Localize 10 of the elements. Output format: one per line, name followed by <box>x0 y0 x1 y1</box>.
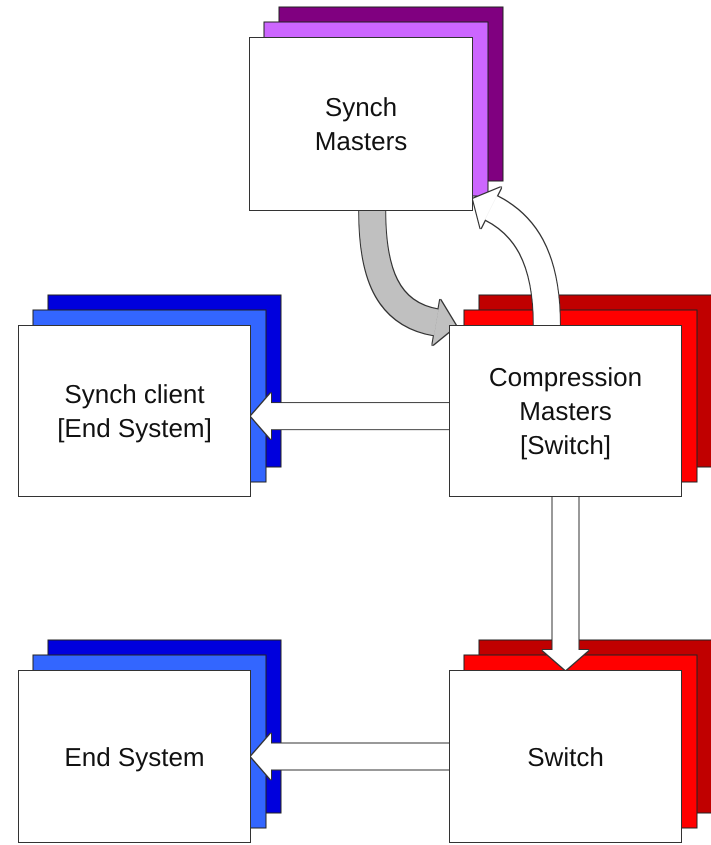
process-box <box>18 325 251 497</box>
process-box <box>18 670 251 843</box>
box-label: End System <box>64 740 205 774</box>
box-label: Compression Masters [Switch] <box>488 361 644 462</box>
process-box <box>249 37 473 211</box>
process-box <box>449 670 682 843</box>
process-box <box>449 325 682 497</box>
box-label: Switch <box>527 740 604 774</box>
box-label: Synch client [End System] <box>56 378 213 445</box>
box-label: Synch Masters <box>314 91 408 158</box>
